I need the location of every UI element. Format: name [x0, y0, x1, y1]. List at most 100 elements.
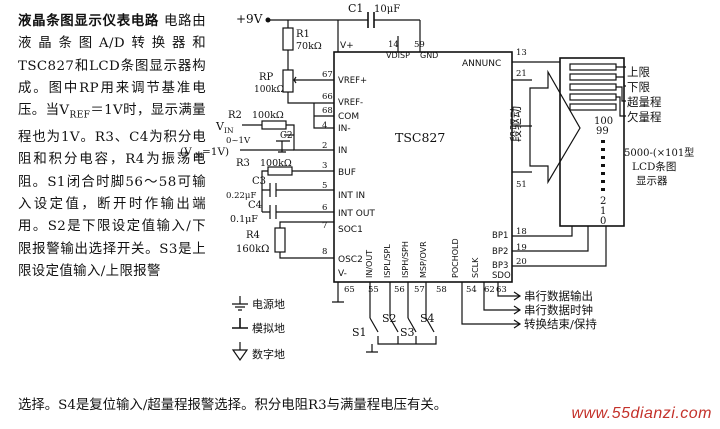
vin-range: 0~1V	[226, 136, 251, 146]
lcd-label-leaders	[616, 66, 626, 117]
lcd-bar-3	[569, 83, 617, 91]
pin-num-66: 66	[322, 92, 333, 102]
switch-s3: S3	[400, 326, 415, 339]
lcd-dot-5	[601, 172, 605, 175]
lcd-label-lower: 下限	[627, 80, 650, 94]
switch-s1: S1	[352, 326, 367, 339]
description-title: 液晶条图显示仪表电路	[18, 13, 160, 29]
vm-label: (V	[180, 146, 192, 158]
lcd-scale-1: 1	[600, 206, 606, 217]
supply-node	[265, 17, 271, 23]
lcd-label-upper: 上限	[627, 65, 650, 79]
pin-num-14: 14	[388, 40, 399, 50]
lcd-body	[559, 57, 625, 227]
legend-digital-ground: 数字地	[252, 347, 285, 361]
c4-symbol	[261, 190, 334, 219]
switch-s2: S2	[382, 312, 397, 325]
bottom-pin-labels: IN/OUT ISPL/SPL ISPH/SPH MSP/OVR POCHOLD…	[365, 238, 480, 278]
r2-wire	[242, 124, 334, 151]
pin-in: IN	[338, 146, 347, 156]
pin-vref-plus: VREF+	[338, 76, 367, 86]
c1-symbol	[367, 12, 375, 28]
r4-wire	[279, 221, 334, 259]
vin-label: V	[215, 120, 225, 133]
lcd-dot-2	[601, 148, 605, 151]
bp1-num: 18	[516, 227, 527, 237]
pin-num-2: 2	[322, 141, 327, 151]
pin-num-68: 68	[322, 106, 333, 116]
pin-num-58: 58	[436, 285, 447, 295]
c1-value: 10μF	[374, 4, 400, 15]
pin-vref-minus: VREF-	[338, 98, 363, 108]
r2-label: R2	[228, 110, 242, 121]
lcd-label-over: 超量程	[627, 95, 662, 109]
lcd-dot-7	[601, 188, 605, 191]
lcd-scale-100: 100	[594, 116, 613, 127]
r3-wire	[261, 170, 334, 190]
bp3-label: BP3	[492, 261, 508, 271]
pin-num-55: 55	[368, 285, 379, 295]
legend-digital-ground-icon	[231, 342, 249, 362]
pin-buf: BUF	[338, 168, 356, 178]
pin-msp: MSP/OVR	[419, 241, 428, 278]
lcd-dot-3	[601, 156, 605, 159]
lcd-bar-2	[569, 73, 617, 81]
pin-isph: ISPH/SPH	[401, 241, 410, 278]
legend-analog-ground-icon	[232, 318, 248, 329]
pin-num-59: 59	[414, 40, 425, 50]
switch-common	[366, 336, 437, 353]
lcd-bar-5	[569, 103, 617, 111]
r3-label: R3	[236, 158, 250, 169]
lcd-segment-dots	[601, 140, 605, 191]
com-wires	[313, 103, 334, 129]
description-text: 液晶条图显示仪表电路 电路由液晶条图A/D转换器和TSC827和LCD条图显示器…	[18, 10, 206, 283]
r1-value: 70kΩ	[296, 41, 322, 52]
pin-gnd: GND	[420, 51, 438, 60]
pin-num-62: 62	[484, 285, 495, 295]
r4-label: R4	[246, 230, 260, 241]
output-wires	[461, 282, 520, 325]
lcd-scale-99: 99	[596, 126, 609, 137]
lcd-name-1: 5000-(×101型	[624, 146, 694, 159]
pin-inout: IN/OUT	[365, 250, 374, 278]
seg-num-21: 21	[516, 69, 527, 79]
pin-ispl: ISPL/SPL	[383, 244, 392, 278]
lcd-name-3: 显示器	[636, 175, 668, 187]
switch-blades	[369, 317, 435, 333]
lcd-bar-4	[569, 93, 617, 101]
pin-com: COM	[338, 112, 359, 122]
vin-sub: IN	[224, 126, 234, 135]
output-serial-clock: 串行数据时钟	[524, 303, 593, 317]
pin-num-8: 8	[322, 247, 327, 257]
legend-power-ground: 电源地	[252, 297, 285, 311]
r4-value: 160kΩ	[236, 244, 269, 255]
pin-num-56: 56	[394, 285, 405, 295]
watermark: www.55dianzi.com	[571, 405, 712, 422]
description-p1-sub: REF	[69, 110, 91, 121]
pin-int-out: INT OUT	[338, 209, 375, 219]
r1-label: R1	[296, 29, 310, 40]
vref-wires	[287, 79, 334, 104]
pin-num-4: 4	[322, 121, 327, 131]
pin-int-in: INT IN	[338, 191, 365, 201]
pin-num-13: 13	[516, 48, 527, 58]
lcd-annunciator-bars	[569, 63, 617, 111]
vm-sub: M	[195, 151, 203, 160]
output-arrows	[513, 291, 522, 329]
pin-sclk: SCLK	[471, 257, 480, 278]
pin-annunc: ANNUNC	[462, 59, 501, 69]
pin-osc2: OSC2	[338, 255, 363, 265]
rp-label: RP	[259, 72, 274, 83]
vm-value: =1V)	[202, 146, 229, 158]
description-p1: 电路由液晶条图A/D转换器和TSC827和LCD条图显示器构成。图中RP用来调节…	[18, 14, 206, 119]
pin-num-5: 5	[322, 181, 327, 191]
bp2-num: 19	[516, 243, 527, 253]
pin-num-6: 6	[322, 203, 327, 213]
description-p1b: ＝1V时，显示满量程也为1V。R3、C4为积分电阻和积分电容，R4为振荡电阻。S…	[18, 103, 206, 279]
description-bottom: 选择。S4是复位输入/超量程报警选择。积分电阻R3与满量程电压有关。	[18, 398, 448, 413]
switch-wires	[369, 282, 427, 318]
seg-label: 段驱动	[508, 106, 523, 142]
pin-sdo: SDO	[492, 271, 511, 281]
pin-soc1: SOC1	[338, 225, 363, 235]
